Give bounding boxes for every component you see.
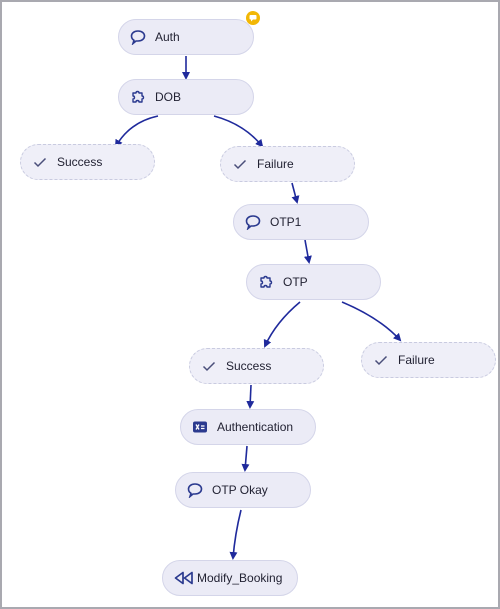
node-success-dob[interactable]: Success — [20, 144, 155, 180]
node-otp[interactable]: OTP — [246, 264, 381, 300]
node-label: Authentication — [217, 420, 294, 434]
edge-otp-success — [263, 301, 301, 348]
node-authentication[interactable]: Authentication — [180, 409, 316, 445]
comment-badge-icon[interactable] — [246, 11, 260, 25]
node-label: Auth — [155, 30, 180, 44]
edge-otp-failure — [341, 301, 402, 342]
edge-otp1-otp — [303, 239, 312, 264]
rewind-icon — [173, 569, 195, 587]
node-success-otp[interactable]: Success — [189, 348, 324, 384]
edge-dob-failure — [213, 115, 264, 148]
node-label: OTP1 — [270, 215, 302, 229]
node-failure-dob[interactable]: Failure — [220, 146, 355, 182]
node-otp-okay[interactable]: OTP Okay — [175, 472, 311, 508]
node-label: Failure — [257, 157, 294, 171]
checkmark-icon — [31, 153, 49, 171]
node-label: OTP Okay — [212, 483, 268, 497]
checkmark-icon — [231, 155, 249, 173]
node-label: Modify_Booking — [197, 571, 283, 585]
puzzle-icon — [257, 273, 275, 291]
node-otp1[interactable]: OTP1 — [233, 204, 369, 240]
node-modify-booking[interactable]: Modify_Booking — [162, 560, 298, 596]
node-label: OTP — [283, 275, 308, 289]
checkmark-icon — [372, 351, 390, 369]
edge-authentication-otpokay — [241, 445, 250, 472]
node-label: Failure — [398, 353, 435, 367]
edge-dob-success — [114, 115, 159, 148]
node-label: DOB — [155, 90, 182, 104]
node-label: Success — [57, 155, 103, 169]
edge-otpokay-modify — [229, 509, 242, 560]
puzzle-icon — [129, 88, 147, 106]
edge-failure-otp1 — [291, 182, 300, 204]
speech-bubble-icon — [186, 481, 204, 499]
variable-icon — [191, 418, 209, 436]
speech-bubble-icon — [129, 28, 147, 46]
node-auth[interactable]: Auth — [118, 19, 254, 55]
speech-bubble-icon — [244, 213, 262, 231]
node-label: Success — [226, 359, 272, 373]
checkmark-icon — [200, 357, 218, 375]
edge-success-authentication — [246, 384, 255, 409]
node-failure-otp[interactable]: Failure — [361, 342, 496, 378]
node-dob[interactable]: DOB — [118, 79, 254, 115]
